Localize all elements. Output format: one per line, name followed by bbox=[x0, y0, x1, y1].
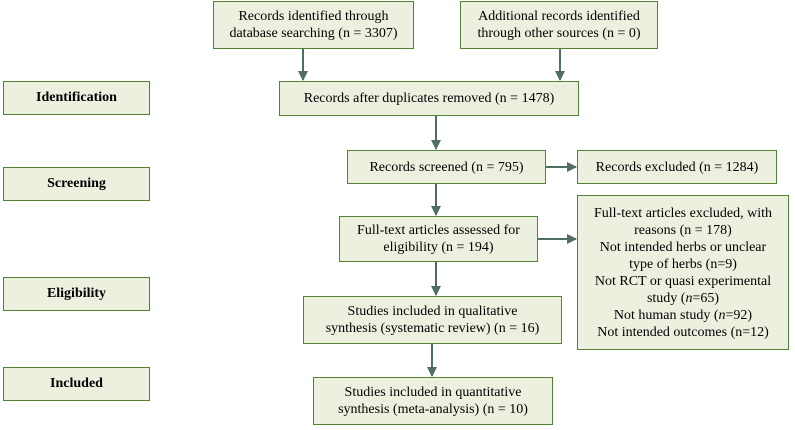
box-line: Full-text articles excluded, with bbox=[593, 205, 773, 221]
box-line: Records identified through bbox=[238, 9, 389, 24]
box-line: Studies included in qualitative bbox=[347, 304, 518, 319]
box-line: Full-text articles assessed for bbox=[357, 223, 520, 238]
stage-screening: Screening bbox=[3, 167, 150, 201]
box-duplicates-removed: Records after duplicates removed (n = 14… bbox=[279, 81, 579, 116]
box-line: through other sources (n = 0) bbox=[477, 26, 641, 41]
box-line: Not RCT or quasi experimental bbox=[594, 273, 772, 289]
n-italic: n bbox=[718, 307, 726, 323]
text-segment: =65) bbox=[692, 290, 720, 306]
box-database-search: Records identified through database sear… bbox=[213, 1, 414, 49]
stage-eligibility: Eligibility bbox=[3, 277, 150, 311]
stage-included: Included bbox=[3, 367, 150, 401]
box-line-rct: study (n=65) bbox=[647, 290, 719, 307]
box-fulltext-excluded: Full-text articles excluded, with reason… bbox=[577, 195, 789, 350]
box-line: Records screened (n = 795) bbox=[369, 159, 524, 175]
box-line: Not intended herbs or unclear bbox=[599, 239, 767, 255]
box-quantitative-synthesis: Studies included in quantitative synthes… bbox=[313, 377, 553, 425]
box-records-screened: Records screened (n = 795) bbox=[347, 150, 546, 184]
text-segment: =92) bbox=[725, 307, 753, 323]
n-italic: n bbox=[685, 290, 693, 306]
text-segment: Not human study ( bbox=[613, 307, 719, 323]
box-line: reasons (n = 178) bbox=[634, 222, 732, 238]
box-line: eligibility (n = 194) bbox=[383, 240, 494, 255]
box-line: Not intended outcomes (n=12) bbox=[597, 324, 769, 340]
box-line-human: Not human study (n=92) bbox=[614, 307, 752, 324]
box-qualitative-synthesis: Studies included in qualitative synthesi… bbox=[303, 296, 562, 344]
box-other-sources: Additional records identified through ot… bbox=[460, 1, 658, 49]
box-line: synthesis (meta-analysis) (n = 10) bbox=[338, 402, 528, 417]
box-line: Records excluded (n = 1284) bbox=[595, 159, 759, 175]
box-line: Studies included in quantitative bbox=[344, 385, 522, 400]
stage-identification: Identification bbox=[3, 81, 150, 115]
box-records-excluded: Records excluded (n = 1284) bbox=[577, 150, 777, 184]
text-segment: study ( bbox=[646, 290, 686, 306]
box-line: synthesis (systematic review) (n = 16) bbox=[325, 321, 540, 336]
box-line: Records after duplicates removed (n = 14… bbox=[303, 91, 555, 106]
box-fulltext-assessed: Full-text articles assessed for eligibil… bbox=[339, 216, 538, 262]
box-line: type of herbs (n=9) bbox=[629, 256, 737, 272]
box-line: Additional records identified bbox=[478, 9, 640, 24]
box-line: database searching (n = 3307) bbox=[229, 26, 398, 41]
